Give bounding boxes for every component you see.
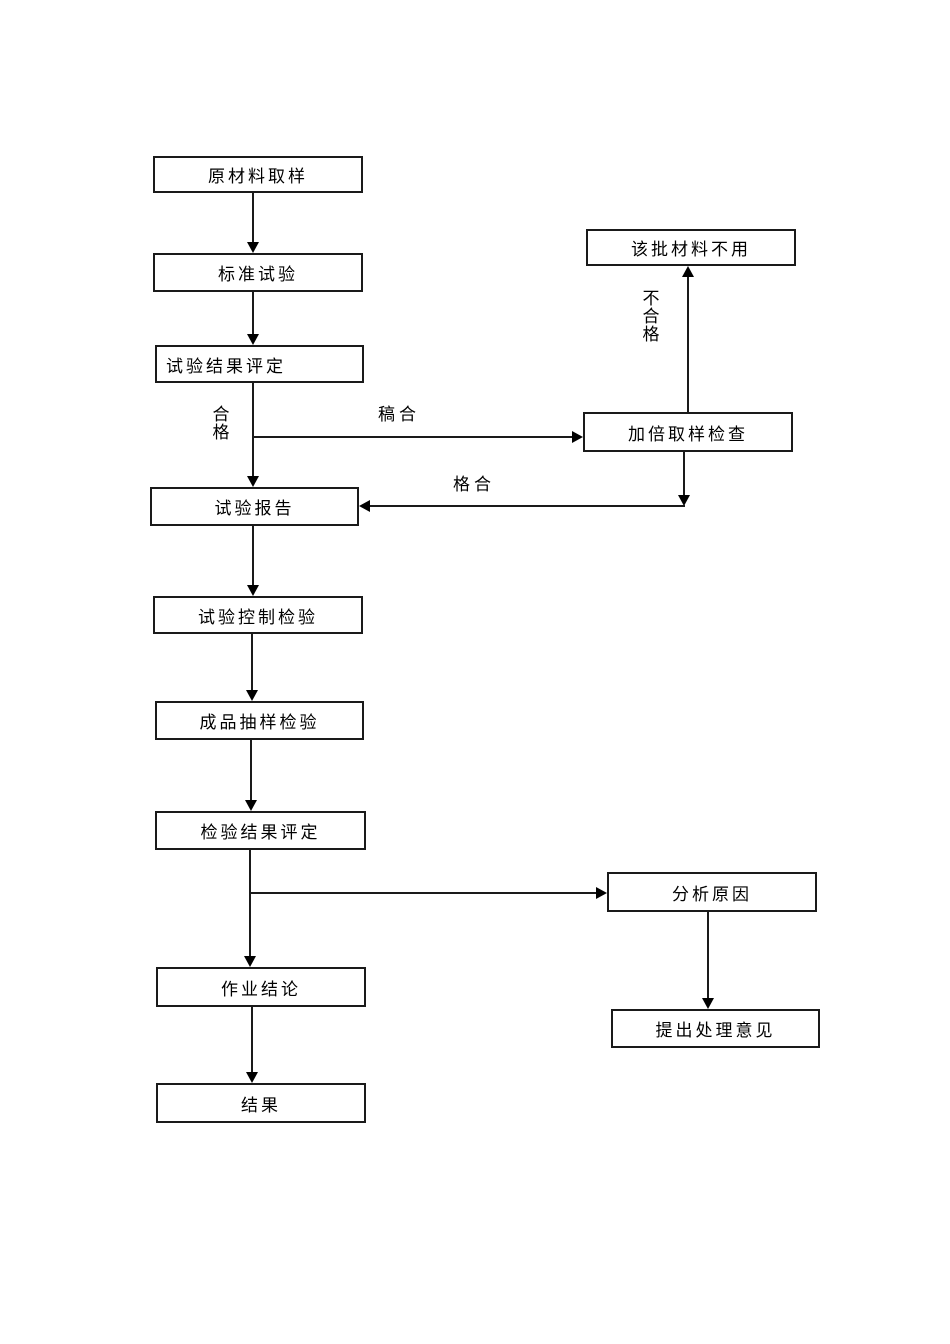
node-test-report: 试验报告 xyxy=(150,487,359,526)
edge-doublesampling-to-report-vline xyxy=(683,452,685,496)
edge-label-unqualified: 不合格 xyxy=(642,289,660,344)
edge-control-to-productsampling-line xyxy=(251,634,253,691)
edge-label-branch-qualified: 稿合 xyxy=(378,405,420,424)
edge-doublesampling-to-notused-line xyxy=(687,276,689,412)
edge-evaluation-to-doublesampling-arrowhead-icon xyxy=(572,431,583,443)
edge-analyze-to-suggestion-line xyxy=(707,912,709,999)
edge-standardtest-to-evaluation-line xyxy=(252,292,254,335)
node-product-sampling-inspection: 成品抽样检验 xyxy=(155,701,364,740)
node-batch-not-used: 该批材料不用 xyxy=(586,229,796,266)
edge-doublesampling-to-report-arrowhead-icon xyxy=(359,500,370,512)
node-result: 结果 xyxy=(156,1083,366,1123)
edge-evaluation-to-analyze-line xyxy=(250,892,597,894)
node-raw-material-sampling: 原材料取样 xyxy=(153,156,363,193)
edge-conclusion-to-result-line xyxy=(251,1007,253,1073)
edge-standardtest-to-evaluation-arrowhead-icon xyxy=(247,334,259,345)
node-test-result-evaluation: 试验结果评定 xyxy=(155,345,364,383)
edge-evaluation-to-report-line xyxy=(252,383,254,477)
edge-evaluation-to-doublesampling-line xyxy=(253,436,573,438)
node-analyze-cause: 分析原因 xyxy=(607,872,817,912)
edge-analyze-to-suggestion-arrowhead-icon xyxy=(702,998,714,1009)
edge-evaluation-to-report-arrowhead-icon xyxy=(247,476,259,487)
node-test-control-inspection: 试验控制检验 xyxy=(153,596,363,634)
edge-control-to-productsampling-arrowhead-icon xyxy=(246,690,258,701)
node-double-sampling-inspection: 加倍取样检查 xyxy=(583,412,793,452)
edge-productsampling-to-evaluation-line xyxy=(250,740,252,801)
node-standard-test: 标准试验 xyxy=(153,253,363,292)
edge-label-requalified: 格合 xyxy=(453,475,495,494)
edge-report-to-control-line xyxy=(252,526,254,586)
edge-doublesampling-to-notused-arrowhead-icon xyxy=(682,266,694,277)
edge-report-to-control-arrowhead-icon xyxy=(247,585,259,596)
edge-productsampling-to-evaluation-arrowhead-icon xyxy=(245,800,257,811)
edge-evaluation-to-analyze-arrowhead-icon xyxy=(596,887,607,899)
edge-doublesampling-corner-arrowhead-icon xyxy=(678,495,690,506)
node-operation-conclusion: 作业结论 xyxy=(156,967,366,1007)
edge-doublesampling-to-report-hline xyxy=(368,505,685,507)
edge-conclusion-to-result-arrowhead-icon xyxy=(246,1072,258,1083)
node-handling-suggestion: 提出处理意见 xyxy=(611,1009,820,1048)
edge-evaluation-to-conclusion-arrowhead-icon xyxy=(244,956,256,967)
edge-evaluation-to-conclusion-line xyxy=(249,850,251,957)
node-inspection-result-evaluation: 检验结果评定 xyxy=(155,811,366,850)
edge-sampling-to-standardtest-arrowhead-icon xyxy=(247,242,259,253)
edge-sampling-to-standardtest-line xyxy=(252,193,254,244)
edge-label-qualified: 合格 xyxy=(212,405,230,442)
